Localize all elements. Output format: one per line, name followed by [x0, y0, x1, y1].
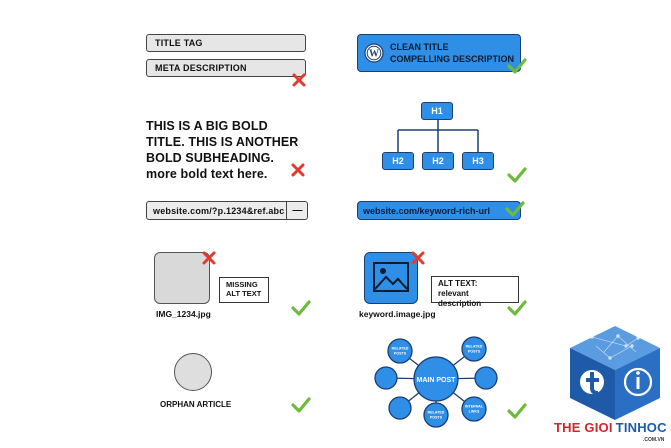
meta-description-box: META DESCRIPTION — [146, 59, 306, 77]
bold-line: THIS IS A BIG BOLD — [146, 119, 268, 133]
internal-links-node — [461, 396, 487, 422]
check-mark-icon — [291, 397, 311, 413]
spoke-label: RELATED — [466, 345, 483, 349]
bold-line: TITLE. THIS IS ANOTHER — [146, 135, 299, 149]
spoke-label: POSTS — [394, 352, 407, 356]
bad-image-placeholder — [154, 252, 210, 304]
svg-text:W: W — [369, 49, 379, 60]
missing-alt-text-box: MISSING ALT TEXT — [219, 277, 269, 303]
internal-link-hub: MAIN POST RELATED POSTS RELATED POSTS RE… — [374, 336, 498, 428]
brand-name-part2: TINHOC — [615, 420, 667, 435]
check-mark-icon — [507, 403, 527, 419]
heading-h3: H3 — [462, 152, 494, 170]
check-mark-icon — [291, 300, 311, 316]
spoke-label: POSTS — [430, 416, 443, 420]
bold-line: more bold text here. — [146, 167, 268, 181]
heading-h2: H2 — [382, 152, 414, 170]
orphan-article-label: ORPHAN ARTICLE — [160, 400, 232, 409]
check-mark-icon — [507, 58, 527, 74]
spoke-label: RELATED — [392, 347, 409, 351]
orphan-article-circle — [174, 353, 212, 391]
url-bar-button: — — [286, 201, 308, 220]
url-bar-button-label: — — [292, 205, 303, 216]
related-posts-node — [461, 336, 487, 362]
check-mark-icon — [507, 300, 527, 316]
bad-url-text: website.com/?p.1234&ref.abc — [153, 205, 285, 216]
good-image-caption: keyword.image.jpg — [359, 309, 436, 319]
hub-node — [374, 366, 398, 390]
brand-domain: .COM.VN — [643, 437, 665, 443]
serp-title: CLEAN TITLE — [390, 42, 449, 52]
spoke-label: LINKS — [469, 410, 480, 414]
image-placeholder-icon — [373, 262, 409, 292]
brand-name-part1: THE GIOI — [554, 420, 613, 435]
heading-tree-lines — [397, 120, 479, 152]
check-mark-icon — [505, 201, 525, 217]
alt-text-box: ALT TEXT: relevant description — [431, 276, 519, 308]
spoke-label: INTERNAL — [465, 405, 484, 409]
main-post-node — [413, 356, 459, 402]
related-posts-node — [423, 402, 449, 428]
related-posts-node — [387, 338, 413, 364]
alt-text-line: relevant description — [438, 289, 482, 308]
alt-text-line: ALT TEXT: — [438, 279, 478, 288]
x-mark-icon — [292, 73, 306, 87]
spoke-label: POSTS — [468, 350, 481, 354]
heading-h2: H2 — [422, 152, 454, 170]
bold-text-block: THIS IS A BIG BOLD TITLE. THIS IS ANOTHE… — [146, 118, 306, 182]
main-post-label: MAIN POST — [417, 377, 457, 384]
good-url-bar: website.com/keyword-rich-url — [357, 201, 521, 220]
heading-h1: H1 — [421, 102, 453, 120]
hub-node — [388, 396, 412, 420]
bad-image-caption: IMG_1234.jpg — [156, 309, 211, 319]
title-tag-label: TITLE TAG — [155, 38, 203, 48]
title-tag-box: TITLE TAG — [146, 34, 306, 52]
spoke-label: RELATED — [428, 411, 445, 415]
x-mark-icon — [291, 163, 305, 177]
x-mark-icon — [202, 251, 216, 265]
missing-alt-line: ALT TEXT — [226, 289, 262, 299]
good-image-placeholder — [364, 252, 418, 304]
thegioitinhoc-cube-logo — [570, 326, 660, 420]
check-mark-icon — [507, 167, 527, 183]
meta-description-label: META DESCRIPTION — [155, 63, 247, 73]
x-mark-icon — [411, 251, 425, 265]
good-url-text: website.com/keyword-rich-url — [363, 205, 491, 216]
wordpress-logo-icon: W — [364, 43, 384, 63]
bold-line: BOLD SUBHEADING. — [146, 151, 274, 165]
serp-snippet-box: W CLEAN TITLE COMPELLING DESCRIPTION — [357, 34, 521, 72]
missing-alt-line: MISSING — [226, 280, 258, 289]
hub-node — [474, 366, 498, 390]
bad-url-bar: website.com/?p.1234&ref.abc — [146, 201, 308, 220]
serp-description: COMPELLING DESCRIPTION — [390, 54, 515, 64]
